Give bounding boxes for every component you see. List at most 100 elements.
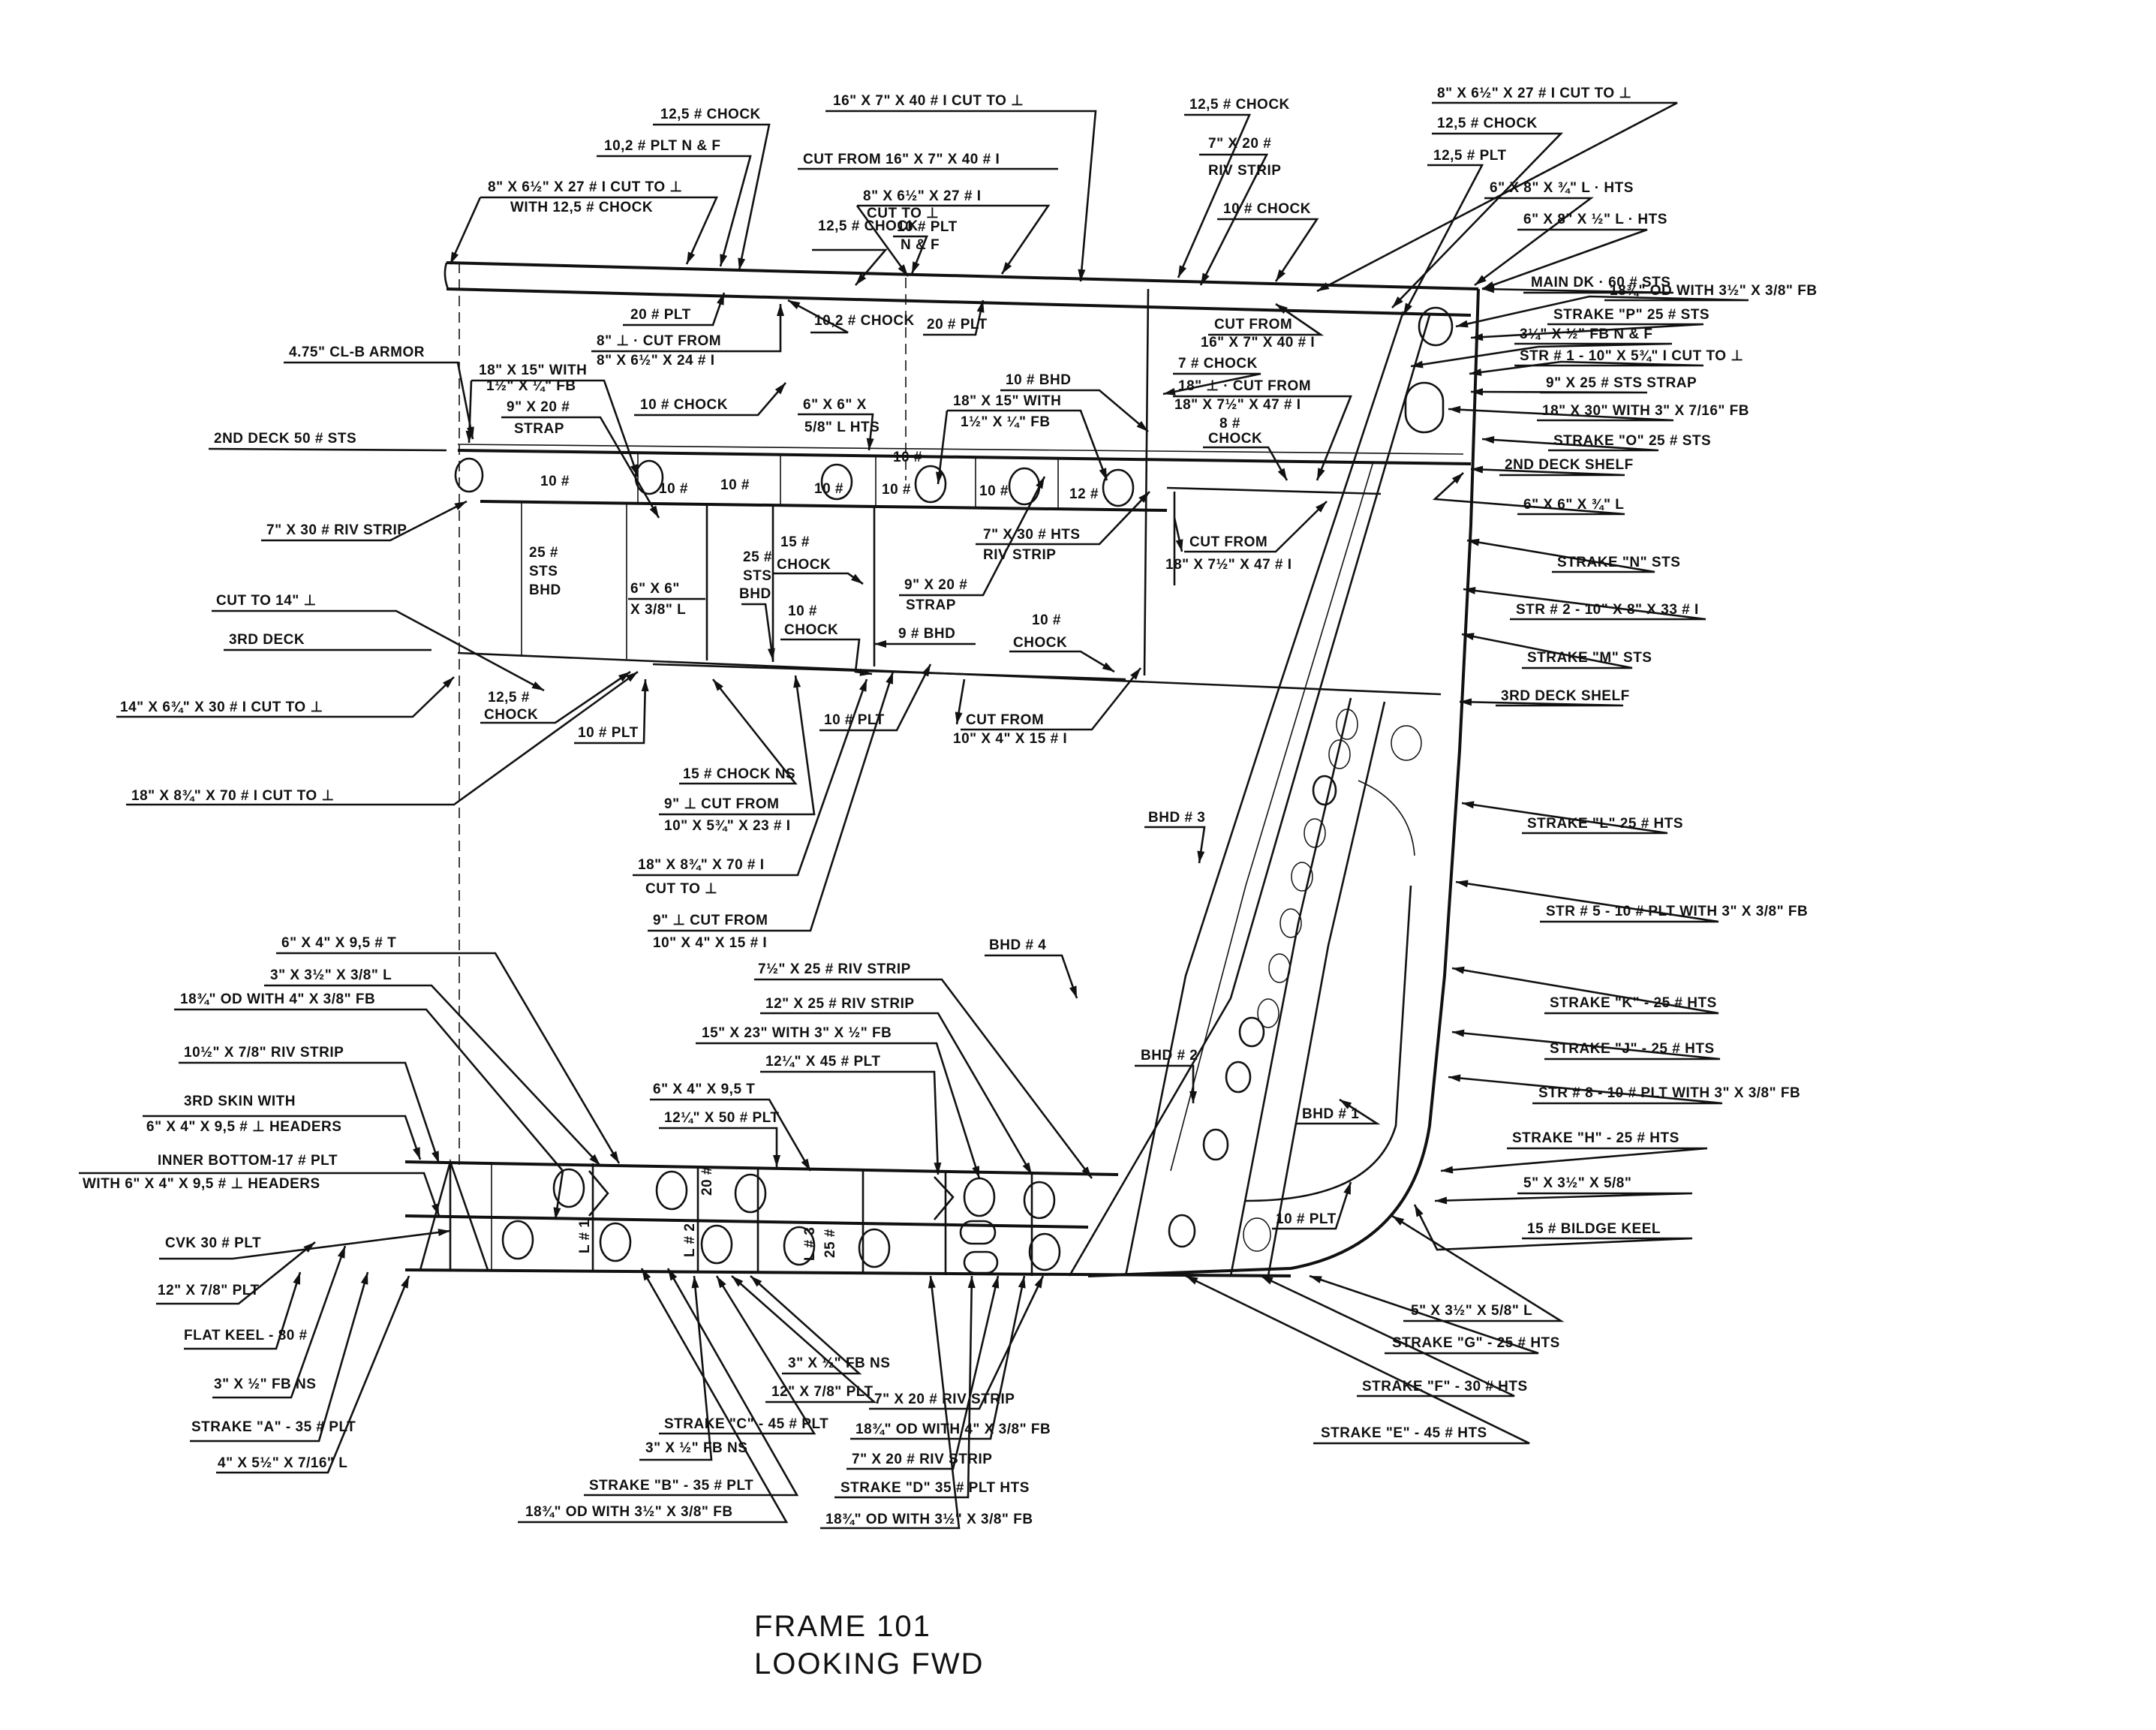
leader-arrowhead (401, 1276, 409, 1289)
leader-line (850, 1275, 1026, 1440)
leader-arrowhead (626, 672, 638, 682)
callout-bottom-left-label: 10½" X 7/8" RIV STRIP (184, 1045, 344, 1061)
bhd-1 (1267, 701, 1386, 1277)
callout-right-label: 3¼" X ½" FB N & F (1520, 326, 1653, 342)
hole (914, 465, 947, 504)
frame-title: FRAME 101 (754, 1610, 931, 1643)
leader-line (159, 1229, 451, 1260)
callout-mid-center-label: CHOCK (1208, 431, 1262, 447)
leader-arrowhead (1163, 387, 1176, 396)
brace (588, 1170, 609, 1217)
leader-line (216, 1275, 410, 1474)
leader-line (1410, 342, 1673, 368)
leader-arrowhead (450, 251, 459, 264)
callout-mid-left-label: 14" X 6¾" X 30 # I CUT TO ⊥ (120, 700, 323, 715)
hole (1279, 908, 1302, 938)
bilge-panel-curve (1358, 780, 1415, 856)
leader-line (1208, 302, 1325, 336)
leader-line (1000, 389, 1149, 432)
leader-line (143, 1115, 422, 1160)
callout-mid-left-label: 9" ⊥ CUT FROM (664, 796, 779, 812)
callout-girder-marks-label: L # 2 (682, 1223, 698, 1257)
leader-arrowhead (642, 1268, 651, 1281)
leader-line (212, 609, 545, 692)
callout-top-label: 6" X 8" X ¾" L · HTS (1490, 180, 1634, 196)
leader-line (276, 952, 621, 1164)
leader-line (961, 667, 1142, 731)
leader-line (264, 984, 601, 1166)
leader-arrowhead (1448, 1074, 1461, 1082)
leader-line (820, 1275, 961, 1530)
leader-arrowhead (668, 1268, 678, 1281)
hole (734, 1173, 767, 1214)
callout-bottom-left-label: 4" X 5½" X 7/16" L (218, 1455, 347, 1471)
hole (963, 1177, 996, 1217)
leader-line (1448, 408, 1674, 422)
leader-line (1009, 650, 1115, 673)
leader-arrowhead (649, 505, 659, 518)
leader-arrowhead (976, 300, 985, 313)
callout-mid-left-label: 12,5 # (488, 690, 530, 706)
callout-bottom-left-label: INNER BOTTOM-17 # PLT (158, 1153, 338, 1169)
hole (454, 457, 484, 493)
leader-arrowhead (934, 1162, 942, 1175)
callout-top-label: 8" X 6½" X 27 # I CUT TO ⊥ (1437, 86, 1631, 101)
bilge-inner (1245, 885, 1412, 1202)
leader-arrowhead (967, 1276, 976, 1289)
leader-line (449, 197, 482, 265)
leader-arrowhead (1435, 1196, 1448, 1205)
leader-line (639, 1275, 713, 1461)
leader-arrowhead (717, 1276, 726, 1289)
leader-arrowhead (1317, 468, 1325, 480)
leader-line (1463, 588, 1706, 621)
callout-mid-left-label: 9" X 20 # (507, 399, 570, 415)
leader-line (591, 304, 782, 353)
leader-line (634, 382, 786, 417)
callout-bottom-left-label: 18¾" OD WITH 4" X 3/8" FB (180, 991, 375, 1007)
leader-arrowhead (454, 501, 467, 510)
leader-arrowhead (293, 1272, 300, 1285)
callout-bottom-center-top-label: 12¼" X 50 # PLT (664, 1110, 779, 1126)
leader-line (857, 204, 1051, 275)
leader-arrowhead (1403, 302, 1412, 315)
callout-girder-marks-label: L # 1 (577, 1220, 593, 1253)
callout-bottom-center-label: STRAKE "D" 35 # PLT HTS (840, 1480, 1030, 1496)
callout-right-label: 18¾" OD WITH 3½" X 3/8" FB (1610, 283, 1818, 299)
bhd-2 (1229, 697, 1352, 1277)
callout-mid-left-label: 10" X 5¾" X 23 # I (664, 818, 791, 834)
callout-top-label: 20 # PLT (927, 317, 988, 332)
leader-arrowhead (1471, 333, 1484, 341)
callout-right-label: STR # 2 - 10" X 8" X 33 # I (1516, 602, 1699, 618)
second-deck-upper (457, 449, 1472, 465)
leader-arrowhead (1178, 265, 1186, 278)
callout-top-label: 20 # PLT (630, 307, 691, 323)
callout-mid-left-label: 18" X 8¾" X 70 # I CUT TO ⊥ (131, 788, 335, 804)
callout-mid-center-label: 10 # PLT (824, 712, 885, 728)
leader-line (1173, 395, 1352, 481)
hole (1257, 998, 1279, 1028)
callout-right-label: STRAKE "J" - 25 # HTS (1550, 1041, 1715, 1057)
leader-line (696, 1042, 981, 1179)
leader-line (633, 678, 868, 877)
leader-line (471, 379, 639, 477)
leader-arrowhead (886, 672, 893, 684)
callout-mid-left-label: 3RD DECK (229, 632, 305, 648)
leader-line (937, 410, 949, 485)
leader-arrowhead (1343, 1182, 1351, 1195)
leader-line (174, 1008, 564, 1220)
hole (1304, 818, 1326, 848)
leader-arrowhead (1136, 420, 1148, 432)
leader-arrowhead (1099, 468, 1107, 480)
callout-girder-marks-label: 20 # (699, 1166, 715, 1196)
leader-line (1470, 468, 1625, 477)
callout-mid-center-label: BHD # 1 (1302, 1106, 1359, 1122)
callout-bottom-left-label: 3" X ½" FB NS (214, 1376, 316, 1392)
callout-mid-center-label: 10 # BHD (1006, 372, 1071, 388)
callout-top-label: 12,5 # CHOCK (1189, 97, 1290, 113)
leader-line (1481, 228, 1648, 290)
leader-arrowhead (432, 1151, 439, 1163)
callout-bottom-center-label: STRAKE "B" - 35 # PLT (589, 1478, 753, 1494)
leader-line (1466, 539, 1655, 573)
callout-top-label: 12,5 # CHOCK (1437, 116, 1538, 131)
second-deck-upper-thin (457, 444, 1464, 455)
